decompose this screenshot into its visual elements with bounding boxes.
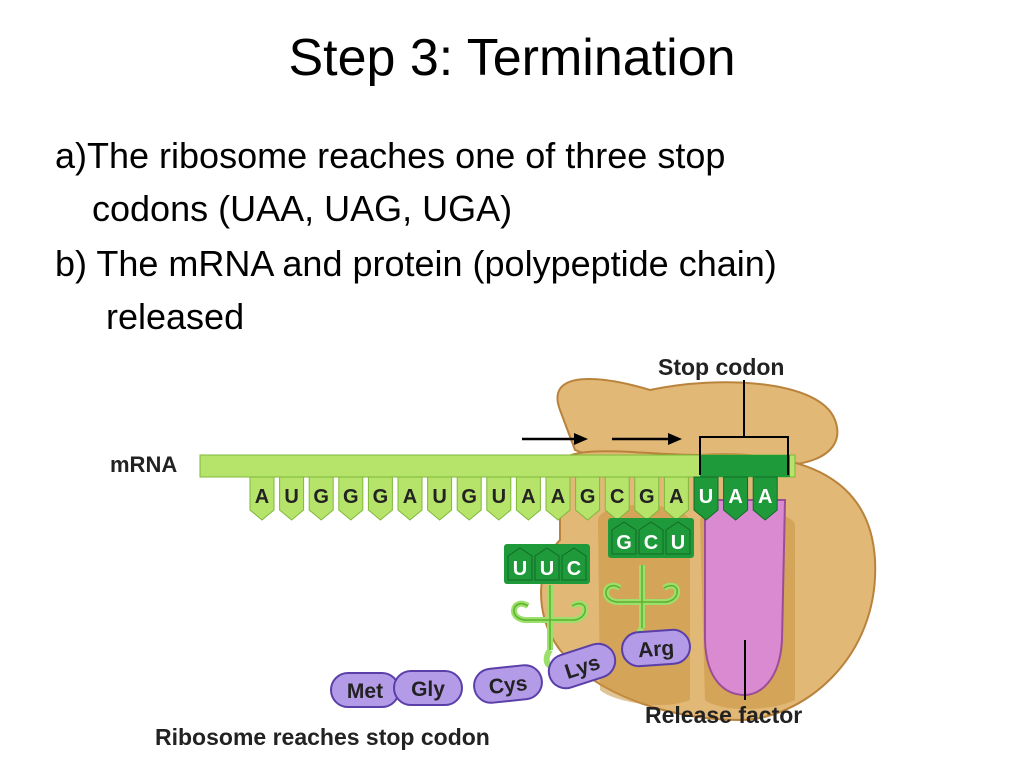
bullet-b-line2: released [106,296,245,337]
amino-acid-label: Met [347,680,383,703]
bullet-a-line1: a)The ribosome reaches one of three stop [55,135,726,176]
mrna-base: A [545,476,571,521]
mrna-base-letter: U [284,486,298,508]
mrna-base: G [338,476,364,521]
polypeptide-chain: Met Gly Cys Lys Arg [330,628,691,708]
bullet-a-line2: codons (UAA, UAG, UGA) [92,188,513,229]
mrna-base-letter: U [432,486,446,508]
mrna-base-letter: G [373,486,389,508]
direction-arrows [522,433,682,445]
mrna-base: A [397,476,423,521]
mrna-base: G [575,476,601,521]
mrna-base: A [249,476,275,521]
mrna-base-letter: U [699,486,713,508]
mrna-base-letter: C [610,486,624,508]
mrna-base: A [515,476,541,521]
anticodon-base: U [513,558,527,580]
anticodon-base: C [644,532,658,554]
amino-acid-label: Gly [411,678,445,701]
anticodon-base: G [616,532,632,554]
mrna-base-letter: A [758,486,772,508]
mrna-base-letter: G [580,486,596,508]
mrna-base: U [693,476,719,521]
release-factor-label: Release factor [645,702,802,728]
mrna-base: U [486,476,512,521]
anticodon-base: U [540,558,554,580]
amino-acid-lys: Lys [547,642,617,690]
mrna-base-letter: A [255,486,269,508]
mrna-base-letter: A [403,486,417,508]
stop-codon-label: Stop codon [658,354,784,380]
mrna-base: G [367,476,393,521]
amino-acid-cys: Cys [473,664,543,704]
arrow-right-icon [668,433,682,445]
mrna-base: A [723,476,749,521]
mrna-base-letter: G [313,486,329,508]
mrna-base: U [279,476,305,521]
amino-acid-label: Cys [488,672,529,699]
stop-codon-backbone [700,455,790,477]
mrna-base-letter: A [669,486,683,508]
anticodon-base: C [567,558,581,580]
mrna-base-letter: G [461,486,477,508]
mrna-base: G [456,476,482,521]
amino-acid-met: Met [330,672,400,708]
anticodon-base: U [671,532,685,554]
mrna-base: C [604,476,630,521]
mrna-base-letter: G [343,486,359,508]
mrna-base: A [663,476,689,521]
amino-acid-gly: Gly [393,670,463,706]
amino-acid-arg: Arg [621,628,691,668]
mrna-base: U [427,476,453,521]
stop-codon-bracket [699,380,789,475]
mrna-base: A [752,476,778,521]
mrna-base-letter: A [728,486,742,508]
diagram-caption: Ribosome reaches stop codon [155,724,490,750]
mrna-base-letter: A [521,486,535,508]
mrna-base-letter: G [639,486,655,508]
mrna-label: mRNA [110,452,177,477]
mrna-base-letter: A [551,486,565,508]
arrow-right-icon [574,433,588,445]
mrna-base: G [308,476,334,521]
bullet-b-line1: b) The mRNA and protein (polypeptide cha… [55,243,777,284]
mrna-base: G [634,476,660,521]
amino-acid-label: Arg [637,637,675,662]
mrna-base-letter: U [492,486,506,508]
slide-title: Step 3: Termination [288,29,736,87]
